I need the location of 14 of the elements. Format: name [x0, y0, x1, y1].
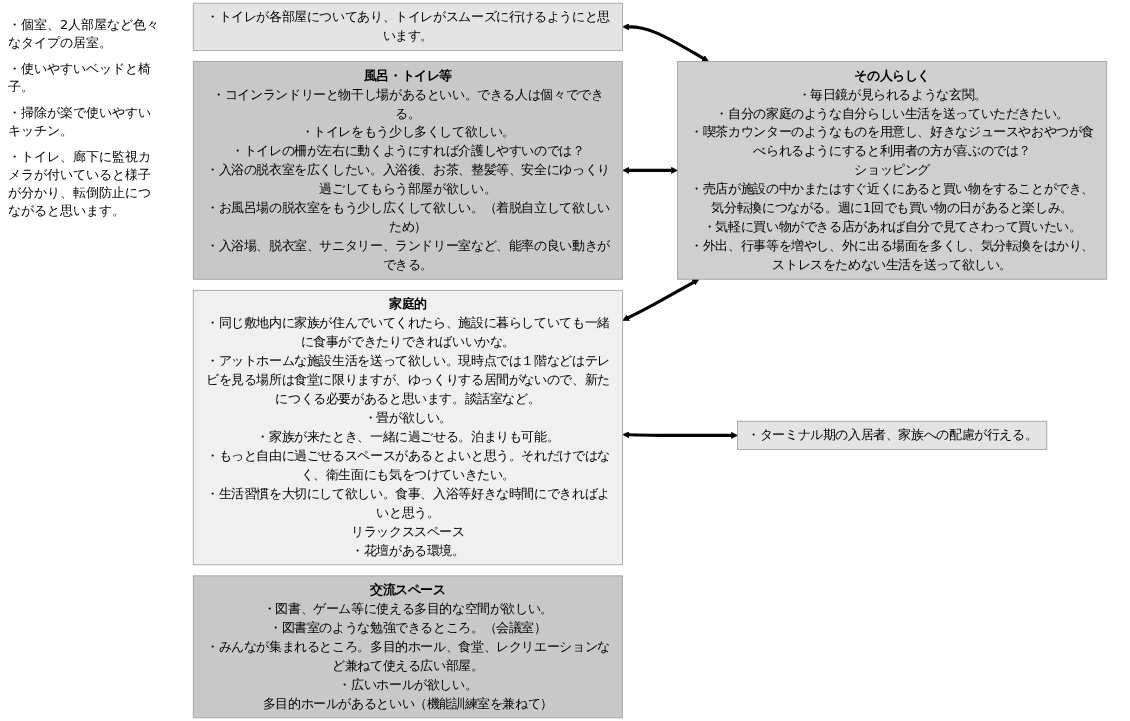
arrow	[622, 23, 709, 62]
note-text: ・掃除が楽で使いやすいキッチン。	[8, 104, 152, 140]
note-text: ・使いやすいベッドと椅子。	[8, 60, 152, 96]
node-box: ・トイレが各部屋についてあり、トイレがスムーズに行けるようにと思います。	[192, 2, 623, 51]
arrow	[622, 278, 700, 321]
arrow	[622, 431, 738, 439]
note-text: ・個室、2人部屋など色々なタイプの居室。	[8, 16, 161, 52]
node-box: ・ターミナル期の入居者、家族への配慮が行える。	[737, 420, 1048, 451]
node-box: 家庭的 ・同じ敷地内に家族が住んでいてくれたら、施設に暮らしていても一緒に食事ができたりできればいいかな。 ・アットホームな施設生活を送って欲しい。現時点では１階などはテレビを見る場所は食堂に限りますが、ゆっくりする居間がないので、新たにつくる必要があると思います。談話室など。 ・畳が欲しい。 ・家族が来たとき、一緒に過ごせる。泊まりも可能。 ・もっと自由に過ごせるスペースがあるとよいと思う。それだけではなく、衛生面にも気をつけていきたい。 ・生活習慣を大切にして欲しい。食事、入浴等好きな時間にできればよいと思う。 リラックススペース ・花壇がある環境。	[192, 289, 623, 566]
node-box: 風呂・トイレ等 ・コインランドリーと物干し場があるといい。できる人は個々でできる。 ・トイレをもう少し多くして欲しい。 ・トイレの柵が左右に動くようにすれば介護しやすいのでは？ ・入浴の脱衣室を広くしたい。入浴後、お茶、整髪等、安全にゆっくり過ごしてもらう部屋が欲しい。 ・お風呂場の脱衣室をもう少し広くして欲しい。（着脱自立して欲しいため） ・入浴場、脱衣室、サニタリー、ランドリー室など、能率の良い動きができる。	[192, 61, 623, 280]
note-text: ・トイレ、廊下に監視カメラが付いていると様子が分かり、転倒防止につながると思います。	[8, 148, 152, 220]
node-box: その人らしく ・毎日鏡が見られるような玄関。 ・自分の家庭のような自分らしい生活を送っていただきたい。 ・喫茶カウンターのようなものを用意し、好きなジュースやおやつが食べられるようにすると利用者の方が喜ぶのでは？ ショッピング ・売店が施設の中かまたはすぐ近くにあると買い物をすることができ、気分転換につながる。週に1回でも買い物の日があると楽しみ。 ・気軽に買い物ができる店があれば自分で見てさわって買いたい。 ・外出、行事等を増やし、外に出る場面を多くし、気分転換をはかり、ストレスをためない生活を送って欲しい。	[677, 61, 1108, 280]
node-box: 交流スペース ・図書、ゲーム等に使える多目的な空間が欲しい。 ・図書室のような勉強できるところ。（会議室） ・みんなが集まれるところ。多目的ホール、食堂、レクリエーションなど兼ねて使える広い部屋。 ・広いホールが欲しい。 多目的ホールがあるといい（機能訓練室を兼ねて）	[192, 575, 623, 719]
arrow	[622, 166, 678, 174]
